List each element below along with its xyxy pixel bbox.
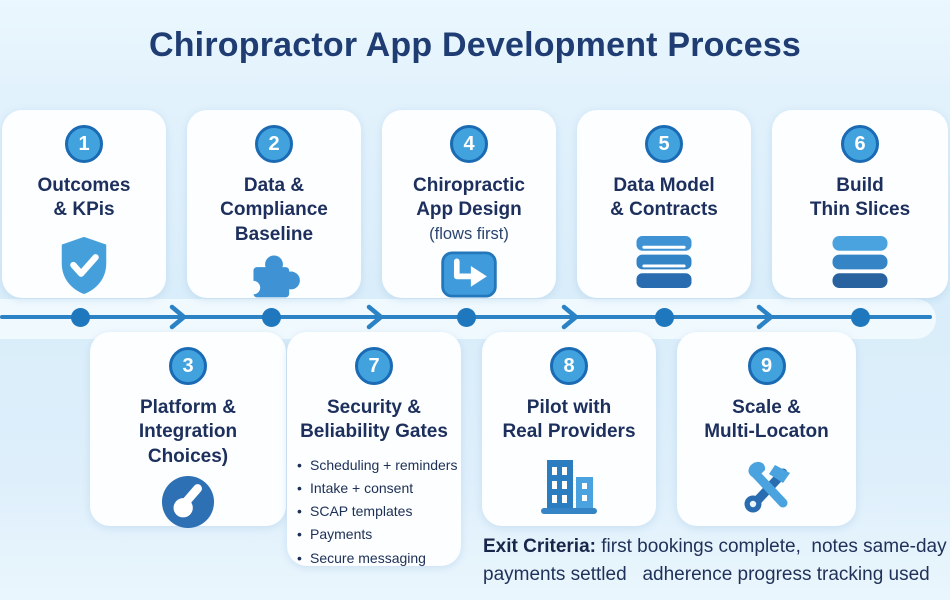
timeline-dot (851, 308, 870, 327)
feature-bullet-list: Scheduling + reminders Intake + consent … (287, 454, 457, 570)
step-title: Security & Beliability Gates (300, 397, 448, 443)
timeline-dot (71, 308, 90, 327)
bullet-item: SCAP templates (297, 500, 457, 523)
layers-icon (832, 235, 888, 288)
timeline-chevron-icon (756, 304, 774, 330)
puzzle-icon (246, 255, 300, 298)
timeline-dot (655, 308, 674, 327)
step-card-8: 8 Pilot with Real Providers (482, 332, 656, 526)
bullet-item: Scheduling + reminders (297, 454, 457, 477)
step-title: Chiropractic App Design (413, 175, 525, 221)
step-card-2: 2 Data & Compliance Baseline (187, 110, 361, 298)
step-number-badge: 3 (169, 347, 207, 385)
step-number-badge: 6 (841, 125, 879, 163)
step-number-badge: 1 (65, 125, 103, 163)
exit-criteria-label: Exit Criteria: (483, 536, 596, 557)
step-subtitle: (flows first) (429, 224, 509, 243)
crossed-tools-icon (744, 461, 790, 513)
step-number-badge: 8 (550, 347, 588, 385)
page-title: Chiropractor App Development Process (148, 26, 802, 64)
step-card-6: 6 Build Thin Slices (772, 110, 948, 298)
step-number-badge: 2 (255, 125, 293, 163)
exit-criteria-text: first bookings complete, notes same-day … (483, 536, 947, 585)
bullet-item: Intake + consent (297, 477, 457, 500)
flow-arrow-icon (441, 251, 497, 298)
step-title: Data Model & Contracts (610, 175, 718, 221)
step-title: Data & Compliance Baseline (220, 175, 328, 245)
step-card-3: 3 Platform & Integration Choices) (90, 332, 286, 528)
step-number-badge: 9 (747, 347, 786, 385)
step-card-5: 5 Data Model & Contracts (577, 110, 751, 298)
timeline-chevron-icon (561, 304, 579, 330)
database-icon (636, 235, 692, 288)
step-card-9: 9 Scale & Multi-Locaton (677, 332, 856, 526)
exit-criteria: Exit Criteria: first bookings complete, … (483, 533, 949, 588)
step-card-7: 7 Security & Beliability Gates Schedulin… (287, 332, 461, 570)
timeline-dot (457, 308, 476, 327)
step-title: Pilot with Real Providers (502, 397, 636, 443)
bullet-item: Secure messaging (297, 547, 457, 570)
step-card-4: 4 Chiropractic App Design (flows first) (382, 110, 556, 298)
shield-check-icon (61, 236, 107, 294)
step-title: Outcomes & KPis (37, 175, 131, 221)
mortar-pestle-icon (161, 475, 215, 528)
step-number-badge: 5 (645, 125, 683, 163)
step-title: Scale & Multi-Locaton (704, 397, 829, 443)
step-number-badge: 7 (355, 347, 393, 385)
step-card-1: 1 Outcomes & KPis (2, 110, 166, 298)
timeline-dot (262, 308, 281, 327)
step-number-badge: 4 (450, 125, 488, 163)
bullet-item: Payments (297, 523, 457, 546)
step-title: Platform & Integration Choices) (138, 397, 238, 467)
buildings-icon (541, 459, 597, 514)
step-title: Build Thin Slices (809, 175, 911, 221)
timeline-chevron-icon (169, 304, 187, 330)
timeline-chevron-icon (366, 304, 384, 330)
